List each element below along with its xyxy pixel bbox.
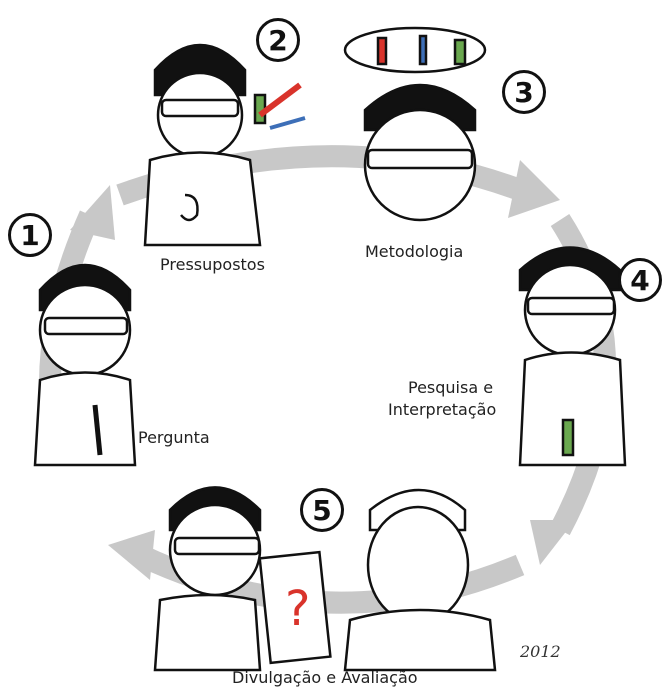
- character-avaliador: [343, 488, 497, 672]
- label-pergunta: Pergunta: [138, 428, 210, 447]
- label-pressupostos: Pressupostos: [160, 255, 265, 274]
- step-number-2: 2: [256, 18, 300, 62]
- step-number-1: 1: [8, 213, 52, 257]
- character-pesquisa: [518, 246, 627, 467]
- arrowhead-bottom: [108, 530, 155, 580]
- step-number-5: 5: [300, 488, 344, 532]
- step-number-3: 3: [502, 70, 546, 114]
- label-metodologia: Metodologia: [365, 242, 464, 261]
- artist-signature: 2012: [520, 642, 561, 661]
- arrowhead-left: [70, 185, 115, 240]
- label-pesquisa-line2: Interpretação: [388, 400, 497, 419]
- character-pergunta: [33, 263, 137, 467]
- label-divulgacao: Divulgação e Avaliação: [232, 668, 418, 687]
- character-divulgacao: ?: [153, 486, 332, 672]
- arrowhead-top: [508, 160, 560, 218]
- arrowhead-right: [530, 520, 575, 565]
- step-number-4: 4: [618, 258, 662, 302]
- label-pesquisa-line1: Pesquisa e: [408, 378, 494, 397]
- character-pressupostos: [143, 43, 306, 247]
- character-metodologia: [343, 26, 487, 222]
- svg-text:?: ?: [285, 581, 310, 637]
